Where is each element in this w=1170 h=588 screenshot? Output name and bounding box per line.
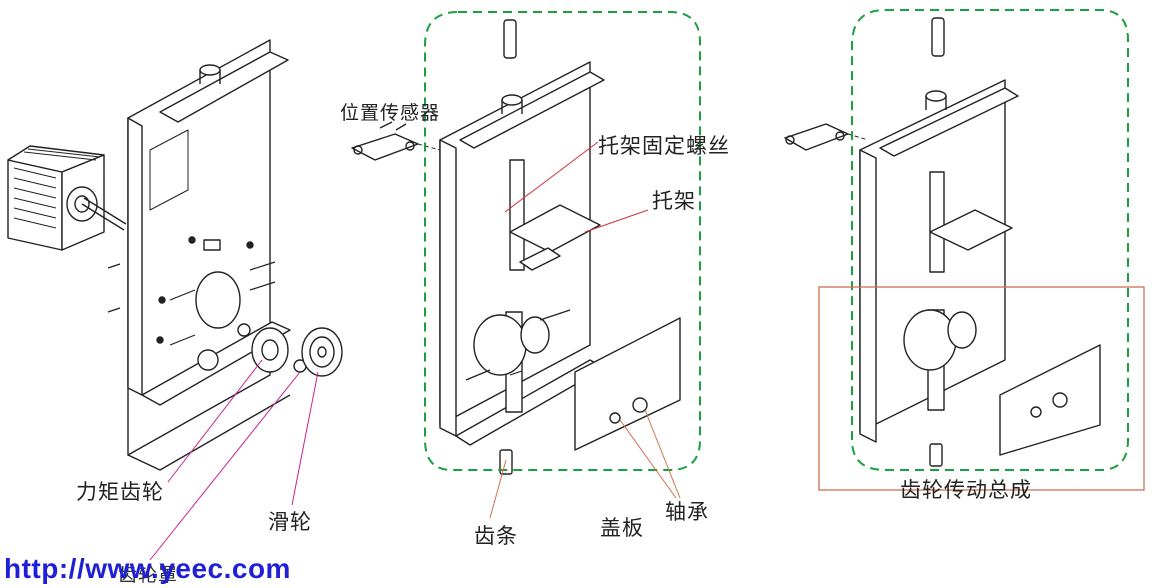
label-pulley: 滑轮: [268, 510, 312, 534]
label-bracket-screw: 托架固定螺丝: [598, 134, 730, 158]
label-torque-gear: 力矩齿轮: [76, 480, 164, 504]
label-rack: 齿条: [474, 524, 518, 548]
bearing-leader-b: [644, 409, 681, 499]
stepper-motor: [7, 145, 127, 251]
right-assembly: [784, 17, 1101, 467]
label-bracket: 托架: [652, 189, 696, 213]
label-covered: 齿轮罩: [118, 564, 179, 586]
label-bearing: 轴承: [665, 500, 709, 524]
label-position-sensor: 位置传感器: [340, 102, 441, 124]
right-group-outline: [851, 9, 1129, 471]
middle-group-outline: [424, 11, 701, 471]
bracket-leader: [584, 209, 649, 233]
torque-gear-and-pulley: [251, 327, 343, 377]
bearing-leader-a: [619, 419, 677, 499]
torque-gear-leader: [167, 359, 263, 483]
watermark-url[interactable]: http://www.yeec.com: [4, 553, 291, 584]
gear-assembly-box: [818, 286, 1145, 491]
label-cover-plate: 盖板: [600, 516, 644, 540]
label-gear-assembly: 齿轮传动总成: [900, 478, 1032, 502]
middle-assembly: [351, 19, 681, 475]
rack-leader: [489, 459, 507, 519]
bracket-screw-leader: [504, 141, 599, 213]
pulley-leader: [291, 371, 319, 506]
mounting-plate: [107, 39, 291, 471]
covered-label-leader: [149, 371, 301, 561]
